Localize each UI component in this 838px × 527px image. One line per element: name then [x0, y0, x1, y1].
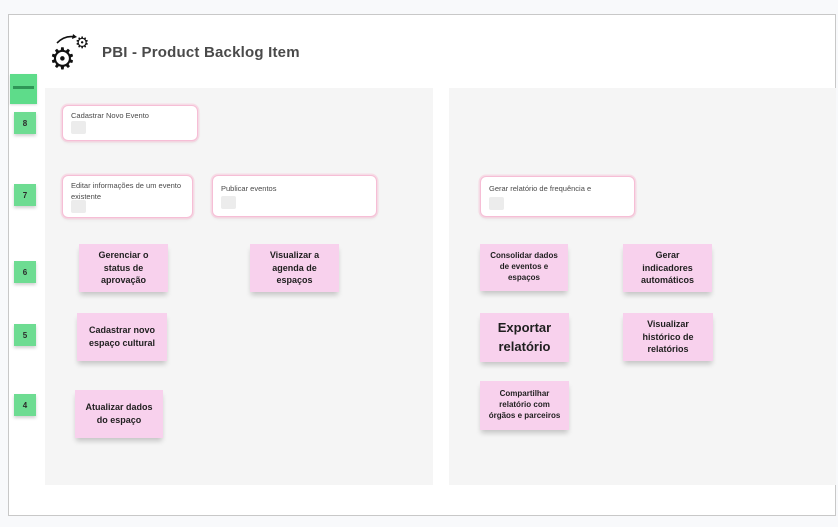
- gear-small-glyph: ⚙: [75, 33, 90, 52]
- priority-tag-4[interactable]: 4: [14, 394, 36, 416]
- page-title: PBI - Product Backlog Item: [102, 44, 300, 61]
- sticky-gerar-indicadores[interactable]: Gerar indicadores automáticos: [623, 244, 712, 292]
- sticky-consolidar-dados[interactable]: Consolidar dados de eventos e espaços: [480, 244, 568, 291]
- sticky-text: Gerenciar o status de aprovação: [98, 250, 149, 286]
- sticky-visualizar-historico[interactable]: Visualizar histórico de relatórios: [623, 313, 713, 361]
- card-text: Editar informações de um evento existent…: [71, 181, 182, 201]
- gear-large-glyph: ⚙: [49, 42, 76, 77]
- sticky-text: Visualizar histórico de relatórios: [642, 319, 694, 355]
- priority-tag-8[interactable]: 8: [14, 112, 36, 134]
- avatar-placeholder: [71, 200, 86, 213]
- sticky-exportar-relatorio[interactable]: Exportar relatório: [480, 313, 569, 362]
- sticky-text: Cadastrar novo espaço cultural: [88, 325, 156, 348]
- priority-tag-7[interactable]: 7: [14, 184, 36, 206]
- card-text: Cadastrar Novo Evento: [71, 111, 149, 120]
- priority-tag-6[interactable]: 6: [14, 261, 36, 283]
- card-gerar-relatorio[interactable]: Gerar relatório de frequência e: [480, 176, 635, 217]
- card-editar-informacoes[interactable]: Editar informações de um evento existent…: [62, 175, 193, 218]
- card-cadastrar-novo-evento[interactable]: Cadastrar Novo Evento: [62, 105, 198, 141]
- sticky-text: Exportar relatório: [497, 319, 552, 354]
- sticky-text: Visualizar a agenda de espaços: [269, 250, 320, 286]
- card-text: Gerar relatório de frequência e: [489, 184, 592, 193]
- sticky-cadastrar-espaco[interactable]: Cadastrar novo espaço cultural: [77, 313, 167, 361]
- avatar-placeholder: [71, 121, 86, 134]
- priority-tag-5[interactable]: 5: [14, 324, 36, 346]
- sticky-gerenciar-status[interactable]: Gerenciar o status de aprovação: [79, 244, 168, 292]
- card-text: Publicar eventos: [221, 184, 277, 193]
- sticky-atualizar-dados[interactable]: Atualizar dados do espaço: [75, 390, 163, 438]
- gears-icon: ⚙ ⚙: [49, 31, 97, 79]
- gear-arrow-icon: [56, 34, 77, 44]
- avatar-placeholder: [221, 196, 236, 209]
- dash-icon: [13, 86, 34, 89]
- sticky-compartilhar-relatorio[interactable]: Compartilhar relatório com órgãos e parc…: [480, 381, 569, 430]
- sticky-text: Consolidar dados de eventos e espaços: [490, 251, 558, 282]
- sticky-text: Gerar indicadores automáticos: [640, 250, 694, 286]
- sticky-visualizar-agenda[interactable]: Visualizar a agenda de espaços: [250, 244, 339, 292]
- sticky-text: Compartilhar relatório com órgãos e parc…: [488, 389, 561, 420]
- card-publicar-eventos[interactable]: Publicar eventos: [212, 175, 377, 217]
- priority-marker[interactable]: [10, 74, 37, 104]
- avatar-placeholder: [489, 197, 504, 210]
- sticky-text: Atualizar dados do espaço: [85, 402, 153, 425]
